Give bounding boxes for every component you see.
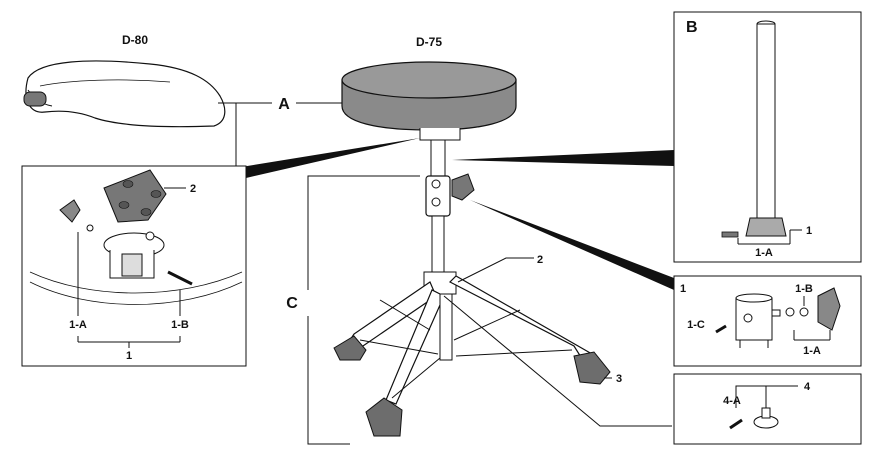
seat-base-label-1: 1 xyxy=(126,350,132,362)
seat-base-label-1a: 1-A xyxy=(69,319,87,331)
tube-pointer xyxy=(452,150,674,166)
seat-base-panel xyxy=(21,165,247,367)
label-c-bracket xyxy=(307,175,420,445)
clamp-label-1b: 1-B xyxy=(795,283,813,295)
label-a: A xyxy=(278,96,290,113)
d80-saddle-seat xyxy=(23,60,226,128)
seat-base-label-1b: 1-B xyxy=(171,319,189,331)
tube-panel xyxy=(673,11,862,263)
memory-label-4a: 4-A xyxy=(723,395,741,407)
seat-base-pointer xyxy=(235,138,420,178)
d80-title: D-80 xyxy=(122,33,148,47)
tube-label-1: 1 xyxy=(806,225,812,237)
stand-label-2: 2 xyxy=(537,254,543,266)
stool-stand xyxy=(333,139,611,437)
label-c: C xyxy=(286,295,298,312)
clamp-label-1a: 1-A xyxy=(803,345,821,357)
clamp-label-1c: 1-C xyxy=(687,319,705,331)
memory-lock-panel xyxy=(673,373,862,445)
stand-leaders xyxy=(443,257,672,427)
memory-label-4: 4 xyxy=(804,381,811,393)
clamp-label-1: 1 xyxy=(680,283,686,295)
clamp-pointer xyxy=(470,200,674,290)
seat-base-label-2: 2 xyxy=(190,183,196,195)
clamp-panel xyxy=(673,275,862,367)
label-b: B xyxy=(686,19,698,36)
d75-title: D-75 xyxy=(416,35,442,49)
tube-label-1a: 1-A xyxy=(755,247,773,259)
d75-round-seat xyxy=(341,61,517,141)
label-a-leaders xyxy=(218,102,342,166)
stand-label-3: 3 xyxy=(616,373,622,385)
